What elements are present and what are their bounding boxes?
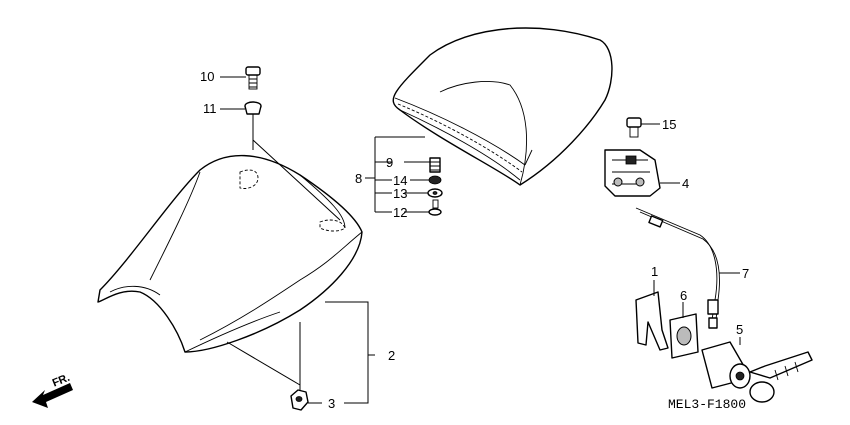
callout-10: 10	[200, 69, 214, 84]
seat-lock-cable	[635, 207, 720, 329]
callout-6: 6	[680, 288, 687, 303]
callout-3: 3	[328, 396, 335, 411]
lock-plate	[669, 313, 699, 359]
screw-12	[428, 199, 442, 216]
washer-13	[427, 188, 443, 198]
callout-5: 5	[736, 322, 743, 337]
callout-4: 4	[682, 176, 689, 191]
seat-key-lock	[701, 341, 813, 403]
seat-cowl	[392, 27, 613, 186]
callout-11: 11	[203, 101, 217, 116]
bolt-15	[626, 117, 642, 138]
leader-lines	[220, 76, 741, 404]
bolt-10	[245, 66, 261, 90]
callout-1: 1	[651, 264, 658, 279]
callout-7: 7	[742, 266, 749, 281]
callout-15: 15	[662, 117, 676, 132]
callout-labels: 10 11 9 8 14 13 12 15 4 7 1 6 5 2 3 MEL3…	[200, 69, 749, 412]
nut-3	[290, 389, 309, 411]
callout-12: 12	[393, 205, 407, 220]
diagram-code: MEL3-F1800	[668, 397, 746, 412]
rubber-9	[429, 157, 441, 173]
callout-14: 14	[393, 173, 407, 188]
callout-2: 2	[388, 348, 395, 363]
lock-bracket	[635, 291, 669, 351]
seat-latch	[604, 149, 661, 197]
callout-8: 8	[355, 171, 362, 186]
callout-13: 13	[393, 186, 407, 201]
callout-9: 9	[386, 155, 393, 170]
front-direction-arrow: FR.	[32, 372, 73, 408]
main-seat	[97, 154, 363, 353]
washer-14	[428, 175, 442, 185]
collar-11	[244, 101, 262, 115]
